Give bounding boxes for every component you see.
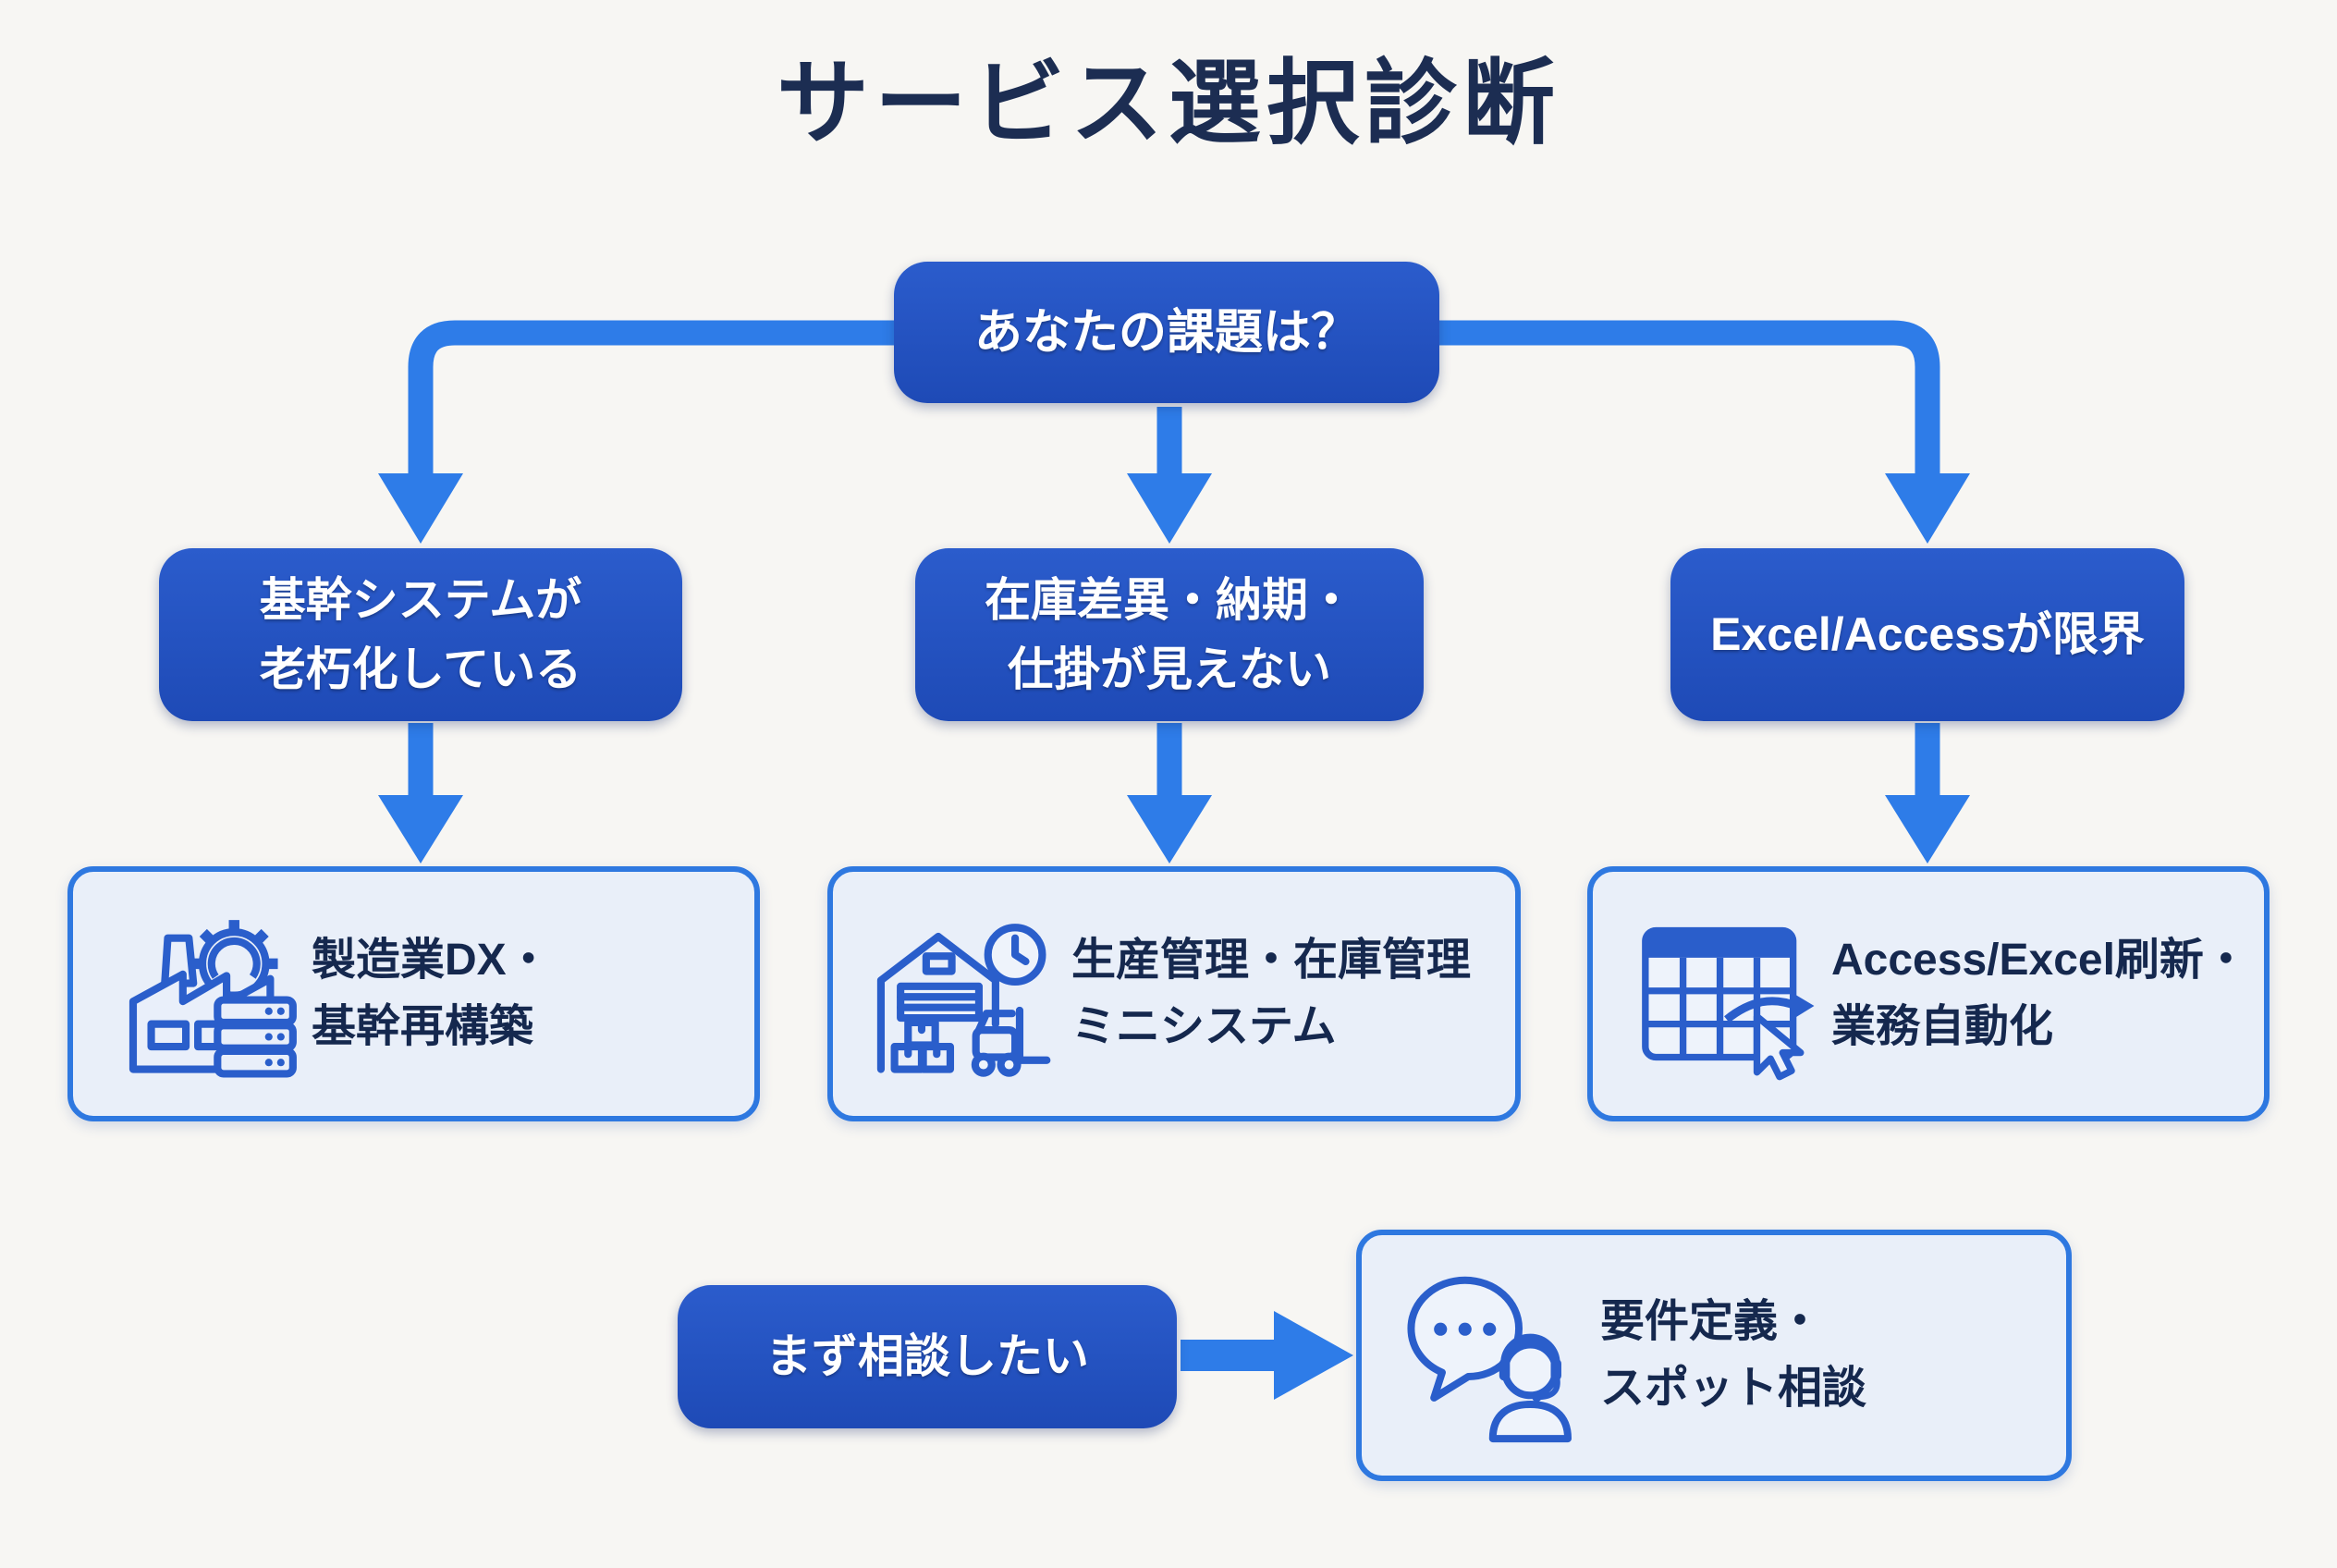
- arrowhead-middle: [1127, 473, 1212, 544]
- consult-node: まず相談したい: [678, 1285, 1177, 1428]
- question-node-legacy-system: 基幹システムが 老朽化している: [159, 548, 682, 721]
- connector-left: [408, 320, 897, 481]
- result-label: 要件定義・ スポット相談: [1600, 1289, 1866, 1422]
- arrowhead-result-middle: [1127, 795, 1212, 864]
- question-line: 基幹システムが: [259, 573, 582, 626]
- result-line: 基幹再構築: [312, 1002, 534, 1051]
- arrowhead-left: [378, 473, 463, 544]
- result-line: 製造業DX・: [312, 936, 551, 985]
- root-question-node: あなたの課題は？: [894, 262, 1439, 403]
- result-line: 生産管理・在庫管理: [1071, 936, 1472, 985]
- warehouse-icon: [864, 903, 1060, 1084]
- arrowhead-result-right: [1885, 795, 1970, 864]
- page-title: サービス選択診断: [777, 52, 1560, 155]
- question-line: 老朽化している: [259, 643, 582, 695]
- result-line: 要件定義・: [1600, 1297, 1823, 1346]
- result-line: 業務自動化: [1831, 1002, 2054, 1051]
- result-line: スポット相談: [1600, 1364, 1867, 1413]
- result-card-manufacturing-dx: 製造業DX・ 基幹再構築: [67, 866, 760, 1121]
- result-card-automation: Access/Excel刷新・ 業務自動化: [1587, 866, 2270, 1121]
- connector-right: [1437, 320, 1940, 481]
- question-line: 仕掛が見えない: [1008, 643, 1331, 695]
- consult-label: まず相談したい: [765, 1330, 1089, 1382]
- question-line: 在庫差異・納期・: [985, 573, 1354, 626]
- result-card-spot-consulting: 要件定義・ スポット相談: [1356, 1230, 2072, 1481]
- question-node-inventory-visibility: 在庫差異・納期・ 仕掛が見えない: [915, 548, 1424, 721]
- factory-icon: [104, 903, 300, 1084]
- result-label: 製造業DX・ 基幹再構築: [312, 927, 551, 1060]
- spreadsheet-cursor-icon: [1624, 903, 1820, 1084]
- result-label: Access/Excel刷新・ 業務自動化: [1831, 927, 2248, 1060]
- result-line: Access/Excel刷新・: [1831, 936, 2248, 985]
- chat-headset-icon: [1393, 1265, 1589, 1446]
- result-line: ミニシステム: [1071, 1002, 1337, 1051]
- root-question-label: あなたの課題は？: [973, 305, 1359, 360]
- result-label: 生産管理・在庫管理 ミニシステム: [1071, 927, 1471, 1060]
- result-card-mini-system: 生産管理・在庫管理 ミニシステム: [827, 866, 1521, 1121]
- arrowhead-right: [1885, 473, 1970, 544]
- question-line: Excel/Accessが限界: [1710, 608, 2145, 660]
- question-node-excel-access-limit: Excel/Accessが限界: [1670, 548, 2184, 721]
- arrowhead-result-left: [378, 795, 463, 864]
- arrowhead-consult: [1274, 1311, 1353, 1400]
